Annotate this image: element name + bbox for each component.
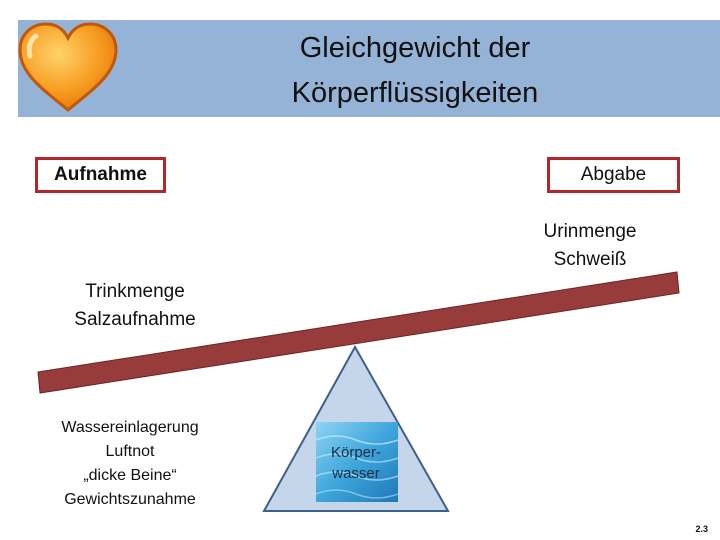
fulcrum-label: Körper- wasser bbox=[316, 442, 396, 484]
fulcrum-label-line-2: wasser bbox=[316, 463, 396, 484]
symptom-item: Gewichtszunahme bbox=[30, 488, 230, 512]
fulcrum-label-line-1: Körper- bbox=[316, 442, 396, 463]
symptom-item: „dicke Beine“ bbox=[30, 464, 230, 488]
symptom-item: Wassereinlagerung bbox=[30, 416, 230, 440]
page-number: 2.3 bbox=[695, 524, 708, 534]
symptom-item: Luftnot bbox=[30, 440, 230, 464]
symptom-list: Wassereinlagerung Luftnot „dicke Beine“ … bbox=[30, 416, 230, 512]
